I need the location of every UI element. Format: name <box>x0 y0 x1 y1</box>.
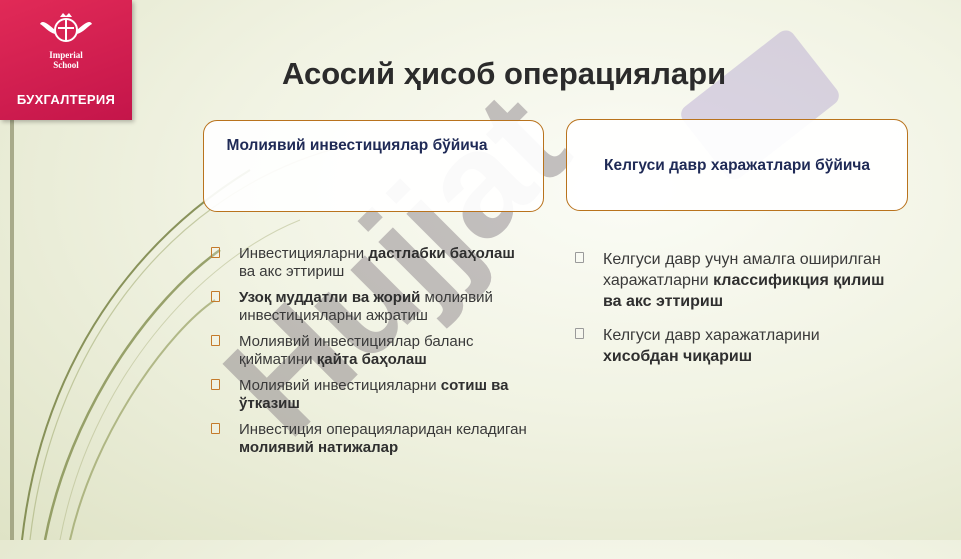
future-expenses-heading: Келгуси давр харажатлари бўйича <box>604 156 870 174</box>
future-expenses-box: Келгуси давр харажатлари бўйича <box>566 119 908 211</box>
bullet-icon <box>211 247 220 258</box>
list-item: Келгуси давр учун амалга оширилган хараж… <box>575 249 895 312</box>
bullet-icon <box>211 423 220 434</box>
school-line-2: School <box>53 60 79 70</box>
emphasis-text: сотиш ва ўтказиш <box>239 377 509 412</box>
item-text: молиявий инвестицияларни ажратиш <box>239 289 493 324</box>
emphasis-text: хисобдан чиқариш <box>603 348 753 365</box>
list-item: Инвестицияларни дастлабки баҳолаш ва акс… <box>211 245 531 281</box>
financial-investments-heading: Молиявий инвестициялар бўйича <box>226 137 488 154</box>
crest-icon <box>40 13 92 42</box>
logo: Imperial School БУХГАЛТЕРИЯ <box>0 0 132 120</box>
bullet-icon <box>211 291 220 302</box>
item-text: Инвестиция операцияларидан келадиган <box>239 421 527 438</box>
bullet-icon <box>211 379 220 390</box>
future-expenses-list: Келгуси давр учун амалга оширилган хараж… <box>575 249 895 380</box>
emphasis-text: классификция қилиш ва акс эттириш <box>603 272 885 310</box>
item-text: Молиявий инвестицияларни <box>239 377 441 394</box>
item-text: Молиявий инвестициялар баланс қийматини <box>239 333 474 368</box>
item-text: Келгуси давр учун амалга оширилган хараж… <box>603 251 881 289</box>
list-item: Келгуси давр харажатларини хисобдан чиқа… <box>575 325 895 367</box>
bullet-icon <box>575 252 584 263</box>
school-name: Imperial School <box>0 50 132 70</box>
emphasis-text: қайта баҳолаш <box>316 351 427 368</box>
item-text: ва акс эттириш <box>239 263 345 280</box>
page-title: Асосий ҳисоб операциялари <box>282 56 727 91</box>
list-item: Молиявий инвестициялар баланс қийматини … <box>211 333 531 369</box>
item-text: Келгуси давр харажатларини <box>603 327 820 344</box>
department-label: БУХГАЛТЕРИЯ <box>16 92 116 107</box>
bullet-icon <box>575 328 584 339</box>
list-item: Узоқ муддатли ва жорий молиявий инвестиц… <box>211 289 531 325</box>
item-text: Инвестицияларни <box>239 245 369 262</box>
bullet-icon <box>211 335 220 346</box>
emphasis-text: дастлабки баҳолаш <box>368 245 515 262</box>
list-item: Молиявий инвестицияларни сотиш ва ўткази… <box>211 377 531 413</box>
emphasis-text: Узоқ муддатли ва жорий <box>239 289 421 306</box>
slide: Imperial School БУХГАЛТЕРИЯ Hujjat Асоси… <box>0 0 908 540</box>
financial-investments-list: Инвестицияларни дастлабки баҳолаш ва акс… <box>211 245 531 465</box>
emphasis-text: молиявий натижалар <box>239 439 399 456</box>
financial-investments-box: Молиявий инвестициялар бўйича <box>203 120 544 212</box>
list-item: Инвестиция операцияларидан келадиган мол… <box>211 421 531 457</box>
school-line-1: Imperial <box>49 50 83 60</box>
